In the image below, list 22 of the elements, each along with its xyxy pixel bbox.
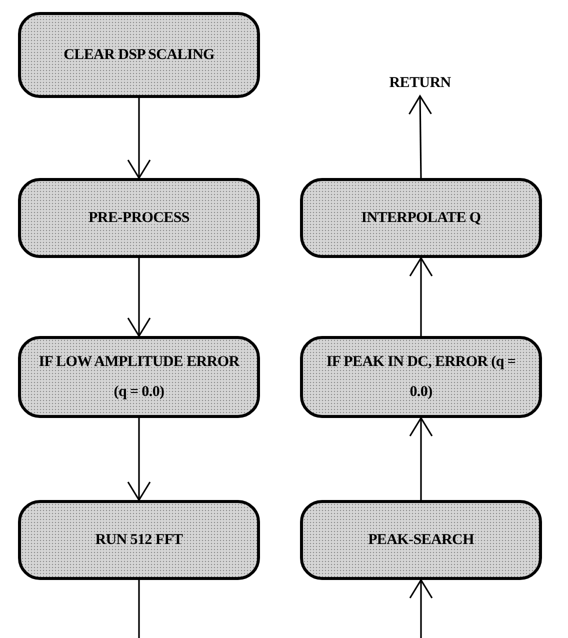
arrow (408, 95, 432, 178)
box-label: CLEAR DSP SCALING (64, 46, 214, 65)
box-label: PRE-PROCESS (88, 209, 190, 228)
arrow (127, 258, 151, 337)
process-box (18, 12, 260, 98)
process-box (18, 178, 260, 258)
process-box (18, 336, 260, 418)
arrow (127, 418, 151, 501)
process-box (300, 336, 542, 418)
box-label: IF PEAK IN DC, ERROR (q = 0.0) (325, 353, 517, 402)
arrow (127, 98, 151, 179)
process-box (300, 178, 542, 258)
arrow (409, 257, 433, 336)
process-box (300, 500, 542, 580)
box-label: INTERPOLATE Q (361, 209, 481, 228)
arrow (409, 417, 433, 500)
box-label: IF LOW AMPLITUDE ERROR (q = 0.0) (38, 353, 241, 402)
box-label: RUN 512 FFT (95, 531, 183, 550)
terminal-label: RETURN (389, 74, 451, 93)
process-box (18, 500, 260, 580)
arrow (409, 579, 433, 638)
box-label: PEAK-SEARCH (368, 531, 474, 550)
